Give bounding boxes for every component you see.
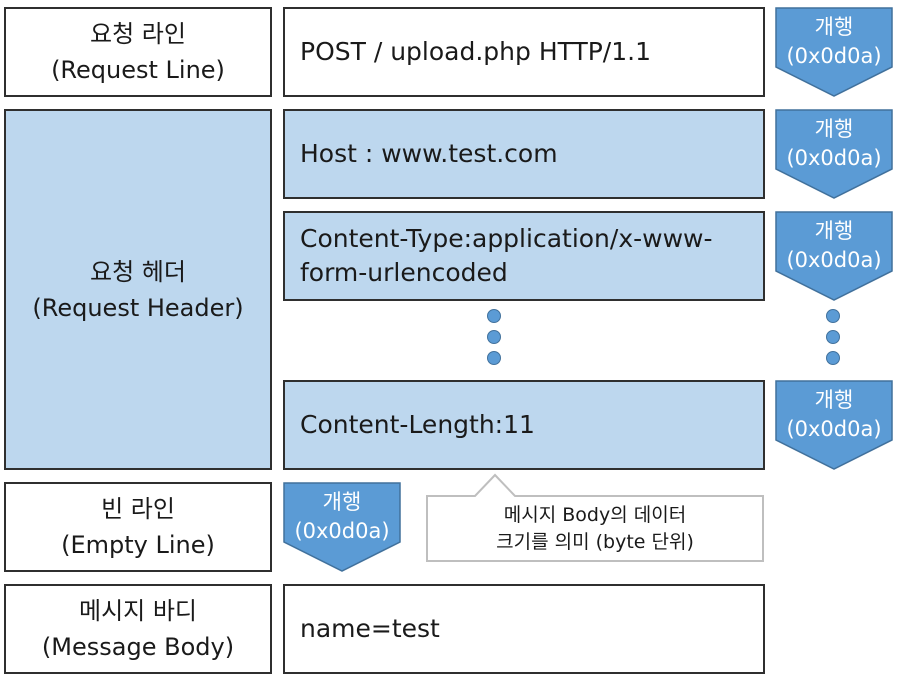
newline-code: (0x0d0a): [786, 417, 882, 441]
empty-line-label-en: (Empty Line): [61, 531, 215, 559]
callout-line-1: 메시지 Body의 데이터: [503, 504, 687, 526]
request-line-label-ko: 요청 라인: [90, 20, 186, 48]
newline-arrow-content-type: 개행 (0x0d0a): [775, 211, 893, 301]
newline-code: (0x0d0a): [786, 44, 882, 68]
content-type-header-text-2: form-urlencoded: [300, 258, 508, 287]
content-length-header-text: Content-Length:11: [300, 410, 535, 439]
request-line-label-en: (Request Line): [51, 56, 225, 84]
newline-label: 개행: [814, 117, 854, 141]
empty-line-label-ko: 빈 라인: [101, 495, 175, 523]
host-header-text: Host : www.test.com: [300, 139, 558, 168]
message-body-content: name=test: [283, 584, 765, 674]
newline-code: (0x0d0a): [786, 146, 882, 170]
message-body-label-en: (Message Body): [41, 633, 235, 661]
newline-arrow-empty-line: 개행 (0x0d0a): [283, 482, 401, 572]
newline-label: 개행: [814, 219, 854, 243]
request-line-content: POST / upload.php HTTP/1.1: [283, 7, 765, 97]
ellipsis-dot: [487, 330, 501, 344]
request-header-label-ko: 요청 헤더: [90, 257, 186, 286]
callout-line-2: 크기를 의미 (byte 단위): [496, 531, 694, 553]
empty-line-label: 빈 라인 (Empty Line): [4, 482, 272, 572]
newline-code: (0x0d0a): [786, 248, 882, 272]
newline-label: 개행: [814, 15, 854, 39]
message-body-label: 메시지 바디 (Message Body): [4, 584, 272, 674]
content-type-header-text-1: Content-Type:application/x-www-: [300, 224, 713, 253]
message-body-text: name=test: [300, 614, 440, 643]
down-arrow-shape: [775, 211, 893, 301]
message-body-label-ko: 메시지 바디: [78, 597, 198, 625]
newline-label: 개행: [814, 388, 854, 412]
content-type-header-box: Content-Type:application/x-www- form-url…: [283, 211, 765, 301]
ellipsis-dot: [826, 351, 840, 365]
ellipsis-dot: [487, 351, 501, 365]
request-header-label-en: (Request Header): [32, 293, 244, 322]
down-arrow-shape: [775, 7, 893, 97]
down-arrow-shape: [775, 109, 893, 199]
newline-arrow-host: 개행 (0x0d0a): [775, 109, 893, 199]
down-arrow-shape: [283, 482, 401, 572]
down-arrow-shape: [775, 380, 893, 470]
request-line-text: POST / upload.php HTTP/1.1: [300, 37, 651, 66]
content-length-header-box: Content-Length:11: [283, 380, 765, 470]
request-line-label: 요청 라인 (Request Line): [4, 7, 272, 97]
callout-shape: [426, 473, 764, 562]
content-length-callout: 메시지 Body의 데이터 크기를 의미 (byte 단위): [425, 472, 765, 564]
ellipsis-dot: [487, 309, 501, 323]
ellipsis-dot: [826, 309, 840, 323]
host-header-box: Host : www.test.com: [283, 109, 765, 199]
request-header-label: 요청 헤더 (Request Header): [4, 109, 272, 470]
newline-arrow-request-line: 개행 (0x0d0a): [775, 7, 893, 97]
newline-code: (0x0d0a): [294, 519, 390, 543]
ellipsis-dot: [826, 330, 840, 344]
newline-label: 개행: [322, 490, 362, 514]
newline-arrow-content-length: 개행 (0x0d0a): [775, 380, 893, 470]
